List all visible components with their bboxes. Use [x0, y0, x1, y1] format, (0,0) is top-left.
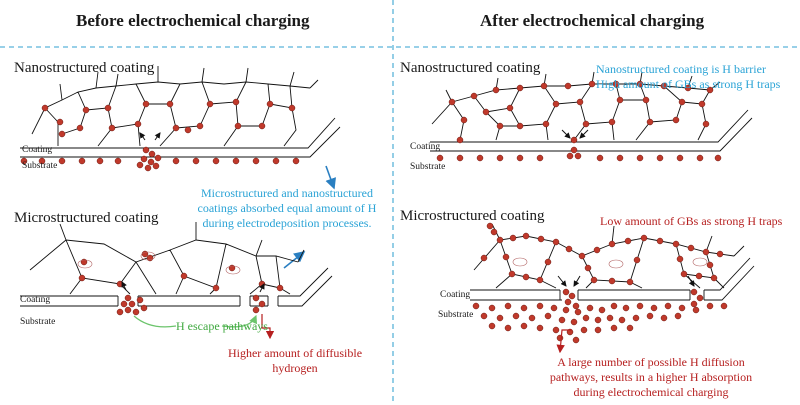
grain-boundary-network [431, 83, 711, 141]
note-low-gbs: Low amount of GBs as strong H traps [600, 214, 783, 228]
grain-boundary-network [31, 81, 311, 147]
after-nano-structure [430, 83, 753, 152]
after-micro-hydrogen [480, 222, 724, 286]
label-substrate-p3: Substrate [410, 162, 446, 172]
label-coating-p1: Coating [22, 145, 53, 155]
coating-layer [430, 109, 749, 143]
grain-boundary-network [29, 239, 299, 295]
before-nano-arrows [139, 132, 161, 141]
label-coating-p4: Coating [440, 290, 471, 300]
note-higher-diffusible: Higher amount of diffusible hydrogen [227, 346, 363, 375]
before-micro-grain-tips [59, 222, 305, 263]
before-micro-structure [20, 239, 333, 307]
before-nano-structure [20, 81, 341, 158]
before-nano-grain-tips [59, 66, 319, 101]
header-after: After electrochemical charging [480, 11, 705, 30]
note-h-escape: H escape pathways [176, 319, 268, 333]
coating-layer-cracked [470, 257, 751, 291]
coating-base-line [430, 117, 753, 152]
note-large-pathways: A large number of possible H diffusion p… [549, 355, 753, 399]
after-nano-hydrogen [436, 80, 722, 162]
note-equal-absorption: Microstructured and nanostructured coati… [197, 186, 377, 230]
label-coating-p2: Coating [20, 295, 51, 305]
coating-layer [20, 117, 336, 149]
title-before-micro: Microstructured coating [14, 210, 159, 226]
after-micro-trap-rings [512, 257, 708, 269]
after-micro-arrows [557, 275, 695, 287]
h-escape-arrows [133, 316, 256, 328]
coating-base-line [20, 126, 341, 158]
diffusion-pathways-arrow [556, 329, 572, 354]
label-substrate-p4: Substrate [438, 310, 474, 320]
diffusible-h-arrow [261, 314, 275, 340]
title-before-nano: Nanostructured coating [14, 60, 155, 76]
label-substrate-p2: Substrate [20, 317, 56, 327]
before-micro-arrows [121, 281, 265, 293]
after-micro-structure [470, 235, 755, 301]
blue-arrow-micro [283, 251, 306, 269]
header-before: Before electrochemical charging [76, 11, 310, 30]
note-nano-barrier: Nanostructured coating is H barrier High… [596, 62, 781, 91]
blue-arrow-nano [325, 165, 336, 190]
after-micro-dense-hydrogen [472, 288, 728, 344]
coating-base-line [470, 265, 755, 301]
coating-layer-cracked [20, 267, 329, 297]
before-micro-trap-rings [77, 251, 241, 275]
label-substrate-p1: Substrate [22, 161, 58, 171]
title-after-nano: Nanostructured coating [400, 60, 541, 76]
label-coating-p3: Coating [410, 142, 441, 152]
coating-base-line [20, 275, 333, 307]
title-after-micro: Microstructured coating [400, 208, 545, 224]
after-nano-arrows [561, 129, 589, 139]
before-nano-hydrogen [20, 98, 300, 172]
